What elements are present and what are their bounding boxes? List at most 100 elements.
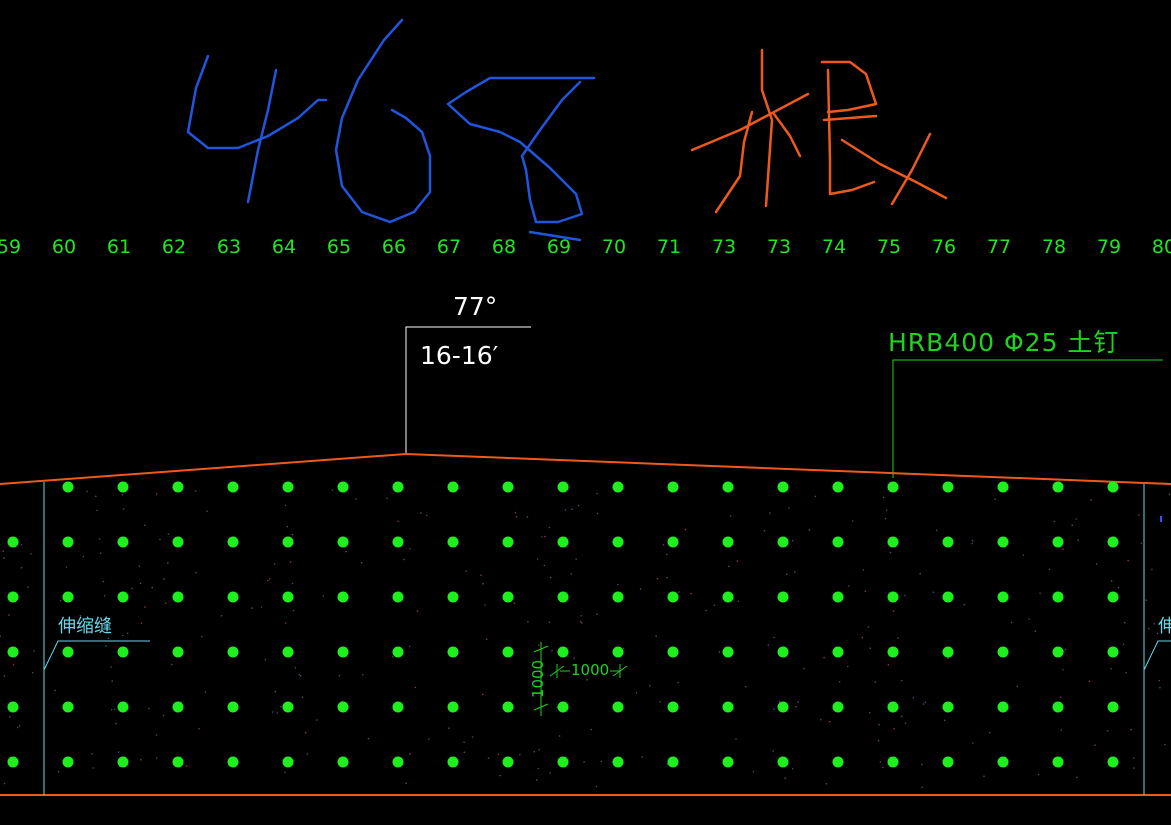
- soil-nail[interactable]: [997, 481, 1009, 493]
- soil-nail[interactable]: [172, 646, 184, 658]
- soil-nail[interactable]: [227, 536, 239, 548]
- soil-nail[interactable]: [62, 756, 74, 768]
- soil-nail[interactable]: [1107, 646, 1119, 658]
- soil-nail[interactable]: [502, 591, 514, 603]
- soil-nail[interactable]: [227, 481, 239, 493]
- soil-nail[interactable]: [337, 481, 349, 493]
- expansion-joint-lines[interactable]: [43, 482, 1171, 795]
- soil-nail[interactable]: [502, 646, 514, 658]
- soil-nail[interactable]: [557, 591, 569, 603]
- soil-nail[interactable]: [117, 701, 129, 713]
- soil-nail[interactable]: [337, 756, 349, 768]
- soil-nail[interactable]: [227, 646, 239, 658]
- soil-nail[interactable]: [832, 536, 844, 548]
- soil-nail[interactable]: [832, 701, 844, 713]
- soil-nail[interactable]: [117, 481, 129, 493]
- soil-nail[interactable]: [777, 646, 789, 658]
- soil-nail[interactable]: [7, 756, 19, 768]
- soil-nail[interactable]: [997, 536, 1009, 548]
- soil-nail[interactable]: [62, 536, 74, 548]
- soil-nail[interactable]: [7, 591, 19, 603]
- soil-nail[interactable]: [1107, 536, 1119, 548]
- soil-nail[interactable]: [832, 646, 844, 658]
- soil-nail[interactable]: [337, 701, 349, 713]
- soil-nail[interactable]: [502, 481, 514, 493]
- soil-nail[interactable]: [337, 591, 349, 603]
- soil-nail[interactable]: [227, 701, 239, 713]
- soil-nail[interactable]: [502, 536, 514, 548]
- soil-nail[interactable]: [942, 591, 954, 603]
- soil-nail[interactable]: [447, 481, 459, 493]
- soil-nail[interactable]: [392, 481, 404, 493]
- soil-nail[interactable]: [612, 701, 624, 713]
- soil-nail[interactable]: [1052, 701, 1064, 713]
- soil-nail[interactable]: [612, 481, 624, 493]
- soil-nail[interactable]: [227, 756, 239, 768]
- soil-nail[interactable]: [722, 701, 734, 713]
- soil-nail[interactable]: [942, 481, 954, 493]
- soil-nail[interactable]: [887, 481, 899, 493]
- soil-nail[interactable]: [777, 481, 789, 493]
- soil-nail[interactable]: [392, 756, 404, 768]
- soil-nail[interactable]: [667, 646, 679, 658]
- soil-nail[interactable]: [7, 536, 19, 548]
- soil-nail[interactable]: [887, 646, 899, 658]
- soil-nail[interactable]: [117, 591, 129, 603]
- soil-nail[interactable]: [1052, 756, 1064, 768]
- soil-nail[interactable]: [447, 701, 459, 713]
- soil-nail[interactable]: [172, 591, 184, 603]
- soil-nail[interactable]: [887, 701, 899, 713]
- soil-nail[interactable]: [1052, 536, 1064, 548]
- soil-nail[interactable]: [887, 756, 899, 768]
- soil-nail[interactable]: [62, 481, 74, 493]
- soil-nail[interactable]: [887, 536, 899, 548]
- soil-nail[interactable]: [62, 646, 74, 658]
- soil-nail[interactable]: [997, 591, 1009, 603]
- soil-nail[interactable]: [227, 591, 239, 603]
- soil-nail[interactable]: [612, 536, 624, 548]
- soil-nail[interactable]: [337, 646, 349, 658]
- soil-nail[interactable]: [997, 701, 1009, 713]
- soil-nail[interactable]: [942, 701, 954, 713]
- soil-nail[interactable]: [1107, 481, 1119, 493]
- soil-nail[interactable]: [667, 481, 679, 493]
- soil-nail[interactable]: [942, 536, 954, 548]
- soil-nail[interactable]: [282, 536, 294, 548]
- soil-nail[interactable]: [447, 756, 459, 768]
- soil-nail[interactable]: [557, 481, 569, 493]
- soil-nail[interactable]: [557, 701, 569, 713]
- soil-nail[interactable]: [832, 756, 844, 768]
- soil-nail[interactable]: [172, 481, 184, 493]
- soil-nail[interactable]: [997, 646, 1009, 658]
- soil-nail[interactable]: [1052, 591, 1064, 603]
- soil-nail[interactable]: [777, 701, 789, 713]
- soil-nail[interactable]: [282, 591, 294, 603]
- soil-nail[interactable]: [667, 701, 679, 713]
- soil-nail[interactable]: [722, 756, 734, 768]
- soil-nail[interactable]: [777, 536, 789, 548]
- soil-nail[interactable]: [337, 536, 349, 548]
- ground-line[interactable]: [0, 452, 1171, 485]
- soil-nail[interactable]: [1052, 646, 1064, 658]
- soil-nail[interactable]: [172, 701, 184, 713]
- soil-nail[interactable]: [117, 646, 129, 658]
- soil-nail[interactable]: [557, 646, 569, 658]
- soil-nail[interactable]: [1107, 701, 1119, 713]
- soil-nail[interactable]: [997, 756, 1009, 768]
- soil-nail[interactable]: [1107, 756, 1119, 768]
- soil-nail[interactable]: [832, 481, 844, 493]
- soil-nail[interactable]: [722, 481, 734, 493]
- soil-nail[interactable]: [447, 646, 459, 658]
- soil-nail[interactable]: [667, 591, 679, 603]
- soil-nail[interactable]: [282, 481, 294, 493]
- soil-nail[interactable]: [282, 756, 294, 768]
- soil-nail[interactable]: [282, 701, 294, 713]
- soil-nail[interactable]: [1052, 481, 1064, 493]
- soil-nail[interactable]: [117, 536, 129, 548]
- soil-nail[interactable]: [612, 756, 624, 768]
- soil-nail[interactable]: [777, 591, 789, 603]
- soil-nail[interactable]: [832, 591, 844, 603]
- soil-nail[interactable]: [777, 756, 789, 768]
- soil-nail[interactable]: [667, 756, 679, 768]
